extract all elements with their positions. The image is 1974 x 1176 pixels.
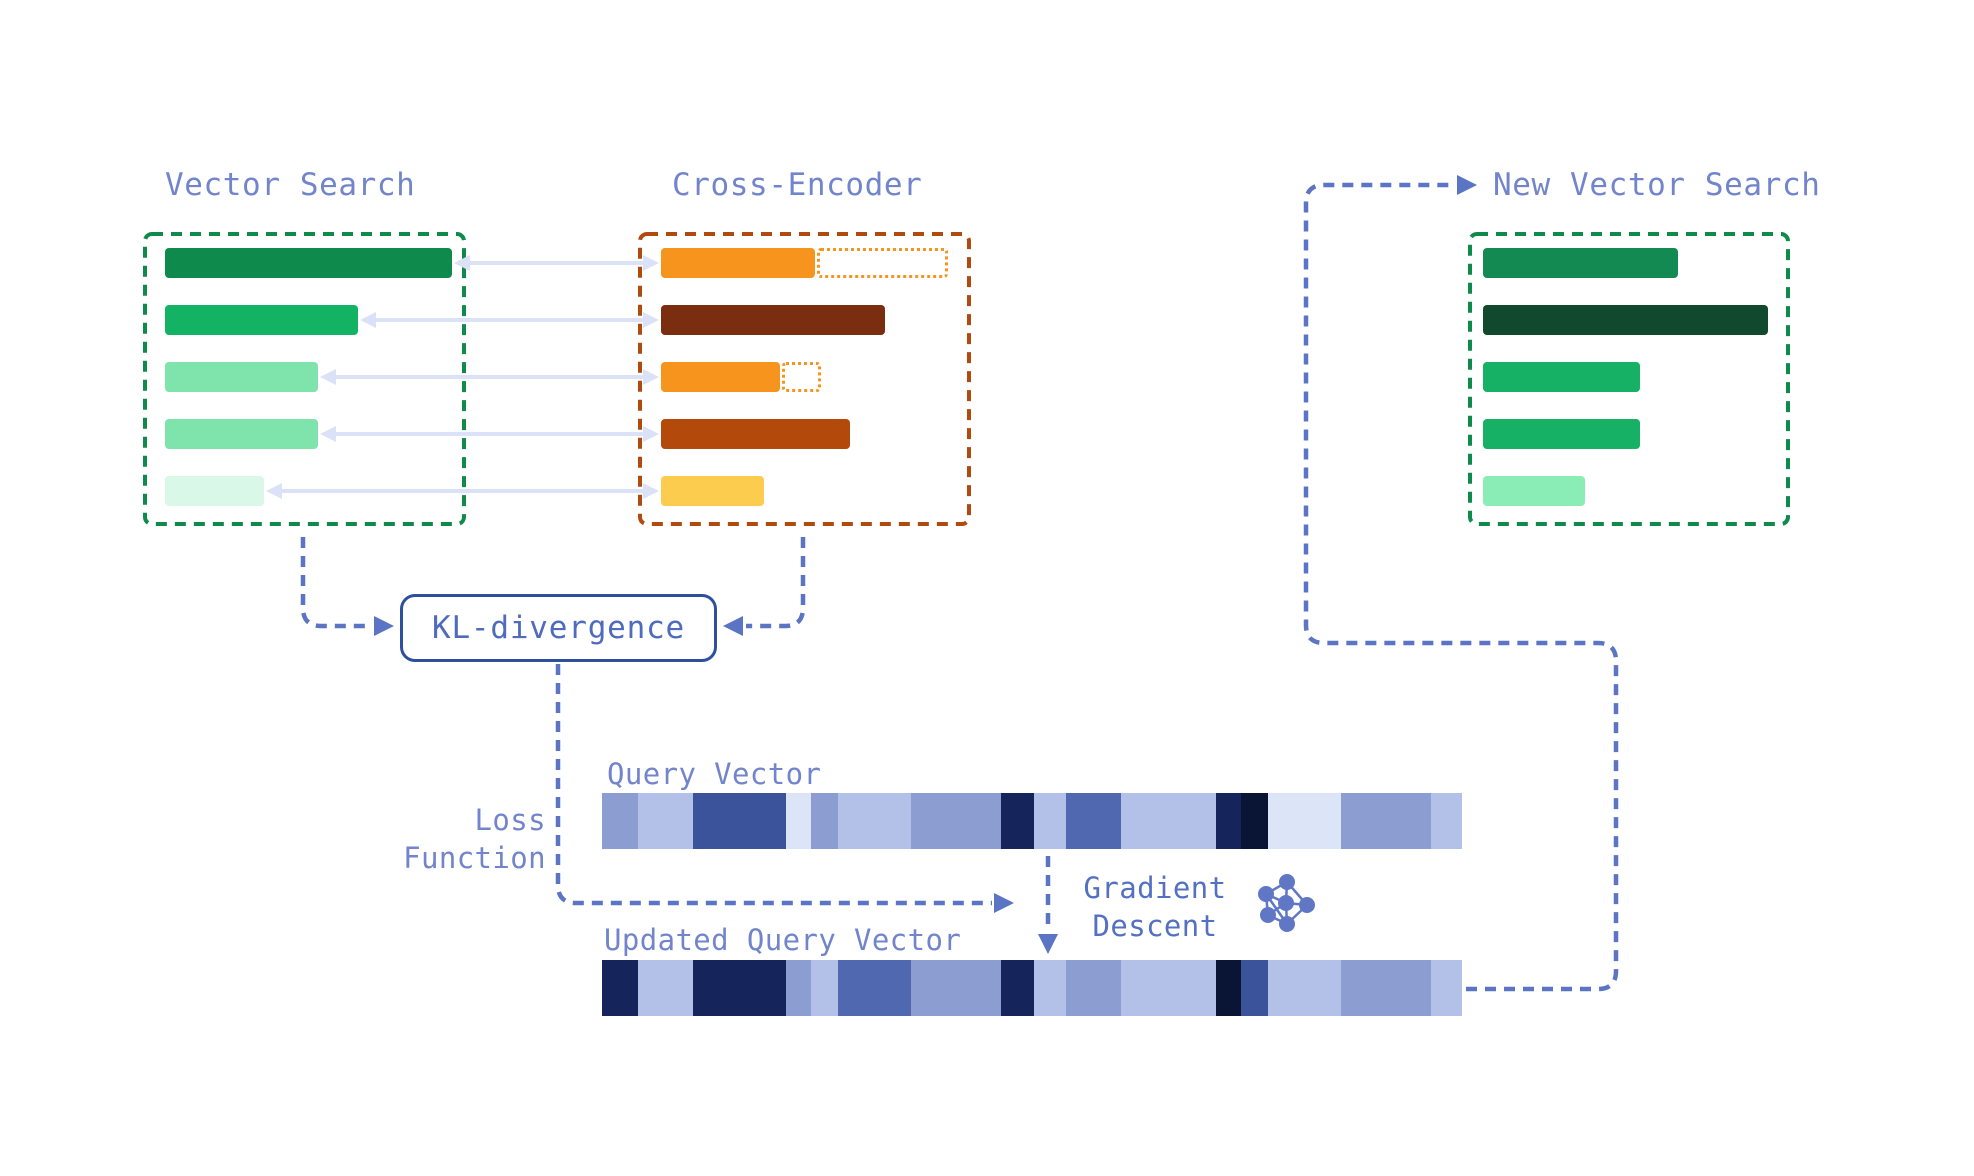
vector-search-result-bar — [165, 476, 264, 506]
query-vector-segment — [602, 793, 638, 849]
query-vector-heatmap — [602, 793, 1462, 849]
cross-encoder-score-bar — [661, 305, 885, 335]
cross-encoder-bars — [661, 248, 948, 506]
left-arrowhead-icon — [454, 255, 470, 271]
updated-query-vector-segment — [811, 960, 838, 1016]
query-vector-segment — [1066, 793, 1121, 849]
updated-query-vector-segment — [1034, 960, 1066, 1016]
query-vector-segment — [911, 793, 1001, 849]
cross-encoder-title: Cross-Encoder — [672, 167, 923, 203]
updated-query-vector-segment — [1268, 960, 1341, 1016]
new-vector-search-result-bar — [1483, 476, 1585, 506]
query-vector-label: Query Vector — [607, 757, 822, 791]
left-arrowhead-icon — [320, 426, 336, 442]
updated-query-vector-segment — [1121, 960, 1216, 1016]
vector-search-result-bar — [165, 362, 318, 392]
updated-query-vector-segment — [1216, 960, 1241, 1016]
updated-query-vector-label: Updated Query Vector — [604, 923, 962, 957]
network-icon — [1258, 874, 1315, 932]
query-vector-segment — [638, 793, 693, 849]
kl-divergence-label: KL-divergence — [431, 610, 686, 646]
vector-search-title: Vector Search — [165, 167, 416, 203]
query-vector-segment — [1431, 793, 1462, 849]
cross-encoder-score-bar — [661, 362, 821, 392]
loss-arrowhead-icon — [994, 893, 1014, 913]
vector-search-box-border — [143, 232, 466, 526]
loss-function-line1: Loss — [474, 803, 546, 837]
gradient-arrowhead-icon — [1038, 934, 1058, 954]
updated-query-vector-heatmap — [602, 960, 1462, 1016]
vector-search-result-bar — [165, 419, 318, 449]
new-vector-search-result-bar — [1483, 419, 1640, 449]
updated-query-vector-segment — [1341, 960, 1431, 1016]
loss-function-line2: Function — [403, 841, 546, 875]
updated-query-vector-segment — [1241, 960, 1268, 1016]
cross-encoder-score-bar — [661, 476, 764, 506]
left-arrowhead-icon — [360, 312, 376, 328]
query-vector-segment — [1268, 793, 1341, 849]
score-gain-dotted-outline — [782, 362, 821, 392]
gradient-descent-line2: Descent — [1092, 909, 1218, 943]
query-vector-segment — [1341, 793, 1431, 849]
loss-function-path — [555, 664, 992, 906]
updated-query-vector-segment — [602, 960, 638, 1016]
query-vector-segment — [786, 793, 811, 849]
query-vector-segment — [1001, 793, 1034, 849]
new-vector-search-result-bar — [1483, 248, 1678, 278]
updated-query-vector-segment — [911, 960, 1001, 1016]
query-vector-segment — [1121, 793, 1216, 849]
new-search-loop-path — [1303, 182, 1619, 992]
query-vector-segment — [693, 793, 786, 849]
updated-query-vector-segment — [638, 960, 693, 1016]
right-arrowhead-icon — [643, 255, 659, 271]
vector-search-bars — [165, 248, 452, 506]
kl-right-arrowhead-icon — [723, 616, 743, 636]
updated-query-vector-segment — [1066, 960, 1121, 1016]
gradient-descent-line1: Gradient — [1083, 871, 1227, 905]
kl-divergence-box: KL-divergence — [400, 594, 717, 662]
vector-search-to-kl-path — [300, 537, 372, 629]
new-search-arrowhead-icon — [1457, 175, 1477, 195]
new-vector-search-result-bar — [1483, 362, 1640, 392]
score-gain-dotted-outline — [817, 248, 948, 278]
result-pair-connectors — [266, 255, 659, 499]
vector-search-result-bar — [165, 248, 452, 278]
left-arrowhead-icon — [320, 369, 336, 385]
kl-left-arrowhead-icon — [374, 616, 394, 636]
vector-search-result-bar — [165, 305, 358, 335]
gradient-descent-label: Gradient Descent — [1050, 869, 1260, 945]
updated-query-vector-segment — [786, 960, 811, 1016]
updated-query-vector-segment — [838, 960, 911, 1016]
query-vector-segment — [1241, 793, 1268, 849]
updated-query-vector-segment — [693, 960, 786, 1016]
cross-encoder-score-bar — [661, 419, 850, 449]
new-vector-search-title: New Vector Search — [1493, 167, 1821, 203]
cross-encoder-to-kl-path — [746, 537, 806, 629]
updated-query-vector-segment — [1431, 960, 1462, 1016]
right-arrowhead-icon — [643, 312, 659, 328]
new-vector-search-bars — [1483, 248, 1768, 506]
right-arrowhead-icon — [643, 426, 659, 442]
cross-encoder-box-border — [638, 232, 971, 526]
new-vector-search-box-border — [1468, 232, 1790, 526]
query-vector-segment — [1034, 793, 1066, 849]
right-arrowhead-icon — [643, 369, 659, 385]
new-vector-search-result-bar — [1483, 305, 1768, 335]
right-arrowhead-icon — [643, 483, 659, 499]
query-vector-segment — [838, 793, 911, 849]
left-arrowhead-icon — [266, 483, 282, 499]
cross-encoder-score-bar — [661, 248, 948, 278]
loss-function-label: Loss Function — [306, 801, 546, 877]
query-vector-segment — [1216, 793, 1241, 849]
query-vector-segment — [811, 793, 838, 849]
updated-query-vector-segment — [1001, 960, 1034, 1016]
